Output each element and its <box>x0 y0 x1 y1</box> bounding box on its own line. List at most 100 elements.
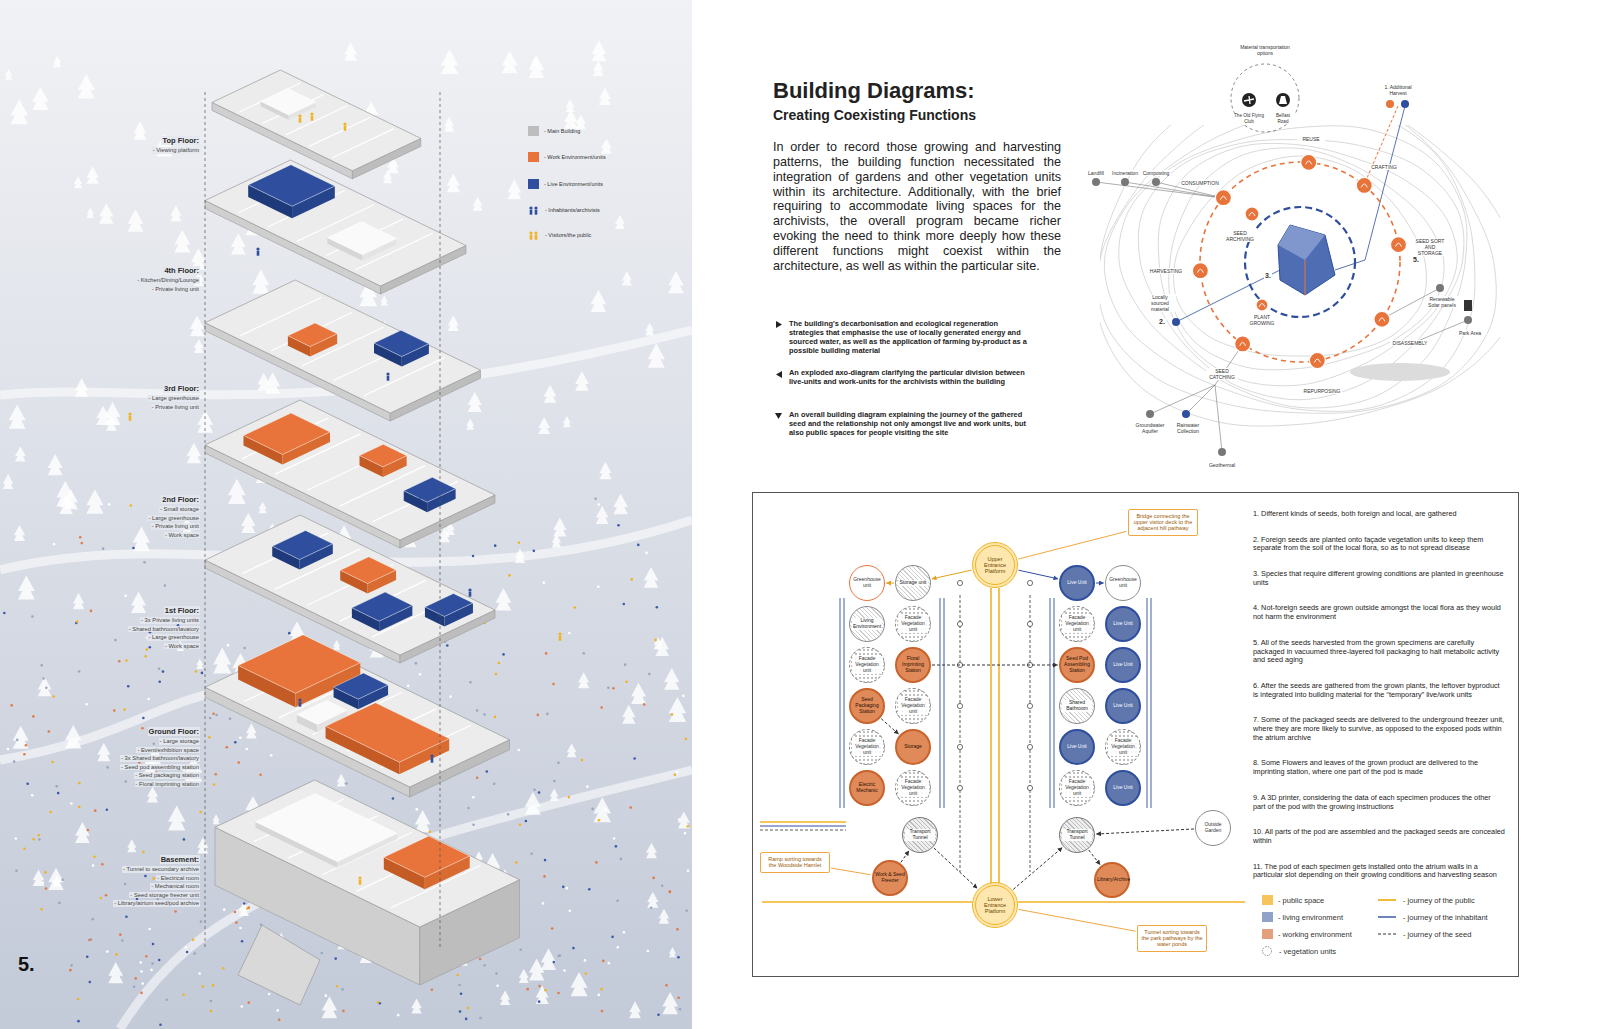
site-label: Park Area <box>1456 330 1484 336</box>
tree-symbol <box>86 489 103 513</box>
site-label: Belfast Road <box>1269 113 1297 124</box>
tree-symbol <box>644 567 659 588</box>
tree-symbol <box>38 677 52 697</box>
visitor-dot <box>78 806 81 809</box>
site-label: Incineration <box>1110 170 1140 176</box>
visitor-dot <box>108 503 111 506</box>
visitor-dot <box>479 958 482 961</box>
callout-box: Ramp sorting towards the Woodside Hamlet <box>760 852 830 873</box>
tree-symbol <box>529 55 545 78</box>
node-text: Facade Vegetation unit <box>898 779 928 796</box>
visitor-dot <box>150 969 153 972</box>
floor-label: - Large greenhouse <box>147 395 200 402</box>
visitor-dot <box>240 1005 243 1008</box>
tree-symbol <box>415 810 431 832</box>
tree-symbol <box>65 725 81 749</box>
visitor-dot <box>334 957 337 960</box>
tree-symbol <box>592 41 606 62</box>
bullet-marker <box>775 413 782 419</box>
floor-label: 4th Floor: <box>163 266 200 275</box>
visitor-dot <box>494 716 497 719</box>
connector <box>1096 829 1194 834</box>
floor-label: - Private living unit <box>151 404 200 411</box>
site-label: SEED SORT AND STORAGE <box>1412 238 1448 256</box>
visitor-dot <box>125 659 128 662</box>
node-text: Shared Bathroom <box>1062 700 1092 712</box>
visitor-dot <box>200 920 203 923</box>
visitor-dot <box>612 687 615 690</box>
visitor-dot <box>85 703 88 706</box>
visitor-dot <box>661 885 664 888</box>
visitor-dot <box>86 955 89 958</box>
connector <box>831 868 871 875</box>
visitor-dot <box>162 670 165 673</box>
floor-plate <box>205 160 466 294</box>
tree-symbol <box>532 56 539 66</box>
visitor-dot <box>134 977 137 980</box>
visitor-dot <box>288 632 291 635</box>
tree-symbol <box>678 812 690 829</box>
ramp-shape <box>238 925 320 1005</box>
visitor-dot <box>377 1001 380 1004</box>
visitor-dot <box>37 834 40 837</box>
visitor-dot <box>392 797 395 800</box>
node-text: Library/Archive <box>1097 877 1127 883</box>
legend-swatch <box>528 179 539 189</box>
site-label: CONSUMPTION <box>1180 180 1220 186</box>
tree-symbol <box>473 197 483 211</box>
visitor-dot <box>345 782 348 785</box>
site-label: 2. <box>1158 318 1166 326</box>
legend-item: - Visitors/the public <box>528 230 591 240</box>
visitor-dot <box>546 713 549 716</box>
node-text: Live Unit <box>1062 580 1092 586</box>
visitor-dot <box>551 927 554 930</box>
visitor-dot <box>479 1017 482 1020</box>
tree-symbol <box>133 527 150 552</box>
tree-symbol <box>563 416 571 427</box>
node-text: Work & Seed Freezer <box>875 872 905 884</box>
tree-symbol <box>187 443 201 464</box>
floor-label: - Seed storage freezer unit <box>129 892 200 899</box>
legend-text: - Work Environment/units <box>544 154 606 160</box>
floor-label: 2nd Floor: <box>161 495 200 504</box>
site-label: Composting <box>1141 170 1171 176</box>
node-text: Storage unit <box>898 580 928 586</box>
legend-item: - Live Environment/units <box>528 179 603 189</box>
tree-symbol <box>519 969 529 983</box>
visitor-dot <box>685 738 688 741</box>
visitor-dot <box>608 962 611 965</box>
floor-label: - Kitchen/Dining/Lounge <box>136 277 200 284</box>
visitor-dot <box>637 544 640 547</box>
visitor-dot <box>572 947 575 950</box>
live-unit-circle: Live Unit <box>1105 606 1141 642</box>
tree-symbol <box>664 668 679 690</box>
visitor-dot <box>199 811 202 814</box>
visitor-dot <box>212 984 215 987</box>
node-text: Live Unit <box>1062 744 1092 750</box>
legend-swatch <box>1262 912 1273 922</box>
visitor-dot <box>42 677 45 680</box>
unit-circle: Greenhouse unit <box>1105 565 1141 601</box>
visitor-dot <box>142 851 145 854</box>
visitor-dot <box>193 952 196 955</box>
visitor-dot <box>568 632 571 635</box>
legend-sample <box>529 231 537 239</box>
visitor-dot <box>45 686 48 689</box>
tree-symbol <box>337 774 346 787</box>
tree-symbol <box>252 269 269 293</box>
tree-symbol <box>622 705 635 724</box>
visitor-dot <box>544 989 547 992</box>
visitor-dot <box>210 1010 213 1013</box>
tree-symbol <box>75 822 90 843</box>
visitor-dot <box>325 994 328 997</box>
visitor-dot <box>174 910 177 913</box>
legend-text: - journey of the inhabitant <box>1403 913 1488 922</box>
legend-sample <box>1378 934 1396 935</box>
visitor-dot <box>552 683 555 686</box>
vegetation-circle: Facade Vegetation unit <box>849 647 885 683</box>
node-text: Tunnel sorting towards the park pathways… <box>1141 929 1203 948</box>
visitor-dot <box>625 680 628 683</box>
legend-text: - Live Environment/units <box>544 181 603 187</box>
tree-symbol <box>669 947 676 957</box>
vegetation-circle: Facade Vegetation unit <box>849 729 885 765</box>
